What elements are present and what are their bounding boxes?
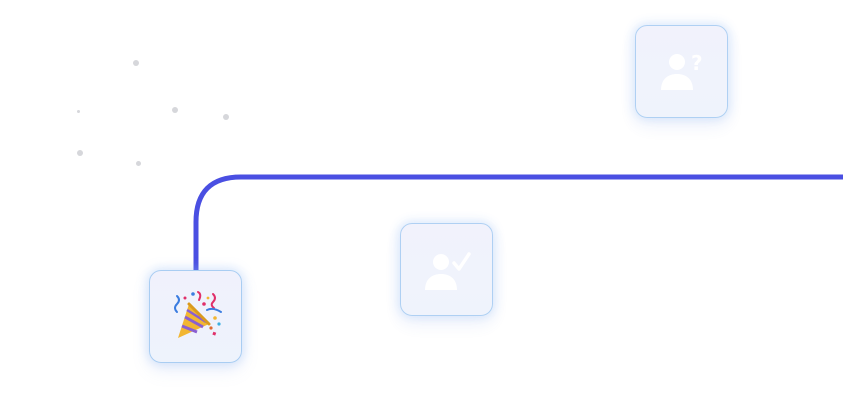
verified-user-card[interactable] xyxy=(400,223,493,316)
decor-dot xyxy=(172,107,178,113)
svg-text:?: ? xyxy=(691,51,703,75)
decor-dot xyxy=(77,110,80,113)
unknown-user-card[interactable]: ? xyxy=(635,25,728,118)
decor-dot xyxy=(223,114,229,120)
decor-dot xyxy=(77,150,83,156)
celebration-card[interactable] xyxy=(149,270,242,363)
user-check-icon xyxy=(421,248,473,292)
decor-dot xyxy=(136,161,141,166)
decor-dot xyxy=(133,60,139,66)
user-question-icon: ? xyxy=(657,50,707,94)
party-popper-icon xyxy=(169,290,223,344)
